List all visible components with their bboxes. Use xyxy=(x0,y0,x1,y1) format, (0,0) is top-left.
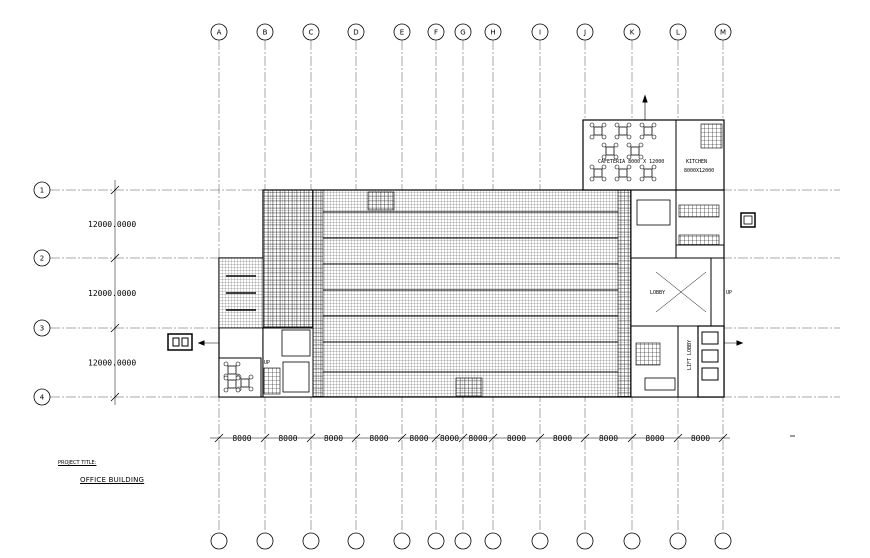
bay-width-label: 8000 xyxy=(440,434,459,443)
external-features xyxy=(167,94,795,437)
grid-bubble-col-top xyxy=(393,23,411,41)
grid-bubble-row-label: 1 xyxy=(40,187,44,195)
bay-width-label: 8000 xyxy=(278,434,297,443)
grid-bubble-col-bottom xyxy=(576,532,594,550)
grid-bubble-row-label: 3 xyxy=(40,325,44,333)
grid-bubble-col-label: H xyxy=(490,29,495,37)
table-set xyxy=(589,122,607,140)
grid-bubbles: A B C D E F G H I J K L M 1 2 3 4 xyxy=(33,23,732,550)
bay-width-label: 8000 xyxy=(553,434,572,443)
grid-bubble-col-bottom xyxy=(714,532,732,550)
label-lift-lobby: LIFT LOBBY xyxy=(687,340,693,370)
grid-bubble-col-label: A xyxy=(217,29,222,37)
label-up-right: UP xyxy=(726,290,732,296)
project-title: OFFICE BUILDING xyxy=(80,476,145,484)
grid-bubble-col-label: E xyxy=(400,29,404,37)
row-spacing-label: 12000.0000 xyxy=(88,359,136,368)
grid-bubble-col-bottom xyxy=(210,532,228,550)
grid-bubble-col-bottom xyxy=(302,532,320,550)
label-kitchen: KITCHEN xyxy=(686,159,707,165)
grid-bubble-col-top xyxy=(427,23,445,41)
row-spacing-label: 12000.0000 xyxy=(88,220,136,229)
grid-bubble-col-top xyxy=(256,23,274,41)
grid-bubble-col-top xyxy=(576,23,594,41)
grid-bubble-row xyxy=(33,249,51,267)
grid-bubble-col-top xyxy=(454,23,472,41)
bay-width-label: 8000 xyxy=(324,434,343,443)
table-set xyxy=(614,164,632,182)
bay-width-label: 8000 xyxy=(409,434,428,443)
project-title-label: PROJECT TITLE: xyxy=(58,460,97,466)
grid-bubble-col-label: C xyxy=(309,29,314,37)
grid-bubble-col-label: I xyxy=(539,29,541,37)
grid-bubble-col-label: D xyxy=(353,29,358,37)
grid-bubble-col-bottom xyxy=(427,532,445,550)
grid-bubble-row xyxy=(33,388,51,406)
bay-width-label: 8000 xyxy=(691,434,710,443)
grid-bubble-col-bottom xyxy=(669,532,687,550)
grid-bubble-row xyxy=(33,181,51,199)
grid-bubble-col-bottom xyxy=(347,532,365,550)
grid-bubble-col-label: F xyxy=(434,29,438,37)
grid-bubble-col-bottom xyxy=(531,532,549,550)
label-cafeteria: CAFETERIA 8000 X 12000 xyxy=(598,159,664,165)
table-set xyxy=(589,164,607,182)
grid-bubble-col-bottom xyxy=(256,532,274,550)
grid-bubble-col-label: K xyxy=(630,29,635,37)
grid-bubble-col-top xyxy=(531,23,549,41)
grid-bubble-col-top xyxy=(623,23,641,41)
grid-bubble-col-top xyxy=(302,23,320,41)
label-up-left: UP xyxy=(264,360,270,366)
table-set xyxy=(614,122,632,140)
bay-width-label: 8000 xyxy=(645,434,664,443)
dimensions: 12000.0000 12000.0000 12000.0000 8000 8000 80… xyxy=(88,180,730,443)
label-kitchen-size: 8000X12000 xyxy=(684,168,714,174)
table-set xyxy=(223,375,241,393)
grid-bubble-col-label: J xyxy=(583,29,586,37)
grid-bubble-col-bottom xyxy=(484,532,502,550)
grid-bubble-col-top xyxy=(210,23,228,41)
grid-bubble-col-bottom xyxy=(454,532,472,550)
bay-width-label: 8000 xyxy=(232,434,251,443)
label-lobby: LOBBY xyxy=(650,290,665,296)
bay-width-label: 8000 xyxy=(468,434,487,443)
grid-bubble-col-bottom xyxy=(393,532,411,550)
row-spacing-label: 12000.0000 xyxy=(88,289,136,298)
grid-bubble-col-top xyxy=(484,23,502,41)
grid-bubble-col-top xyxy=(669,23,687,41)
grid-bubble-col-top xyxy=(347,23,365,41)
table-set xyxy=(601,142,619,160)
table-set xyxy=(639,122,657,140)
grid-bubble-row-label: 4 xyxy=(40,394,45,402)
grid-bubble-col-label: L xyxy=(676,29,680,37)
bay-width-label: 8000 xyxy=(369,434,388,443)
room-labels: CAFETERIA 8000 X 12000 KITCHEN 8000X1200… xyxy=(264,159,732,370)
table-set xyxy=(639,164,657,182)
grid-bubble-col-label: G xyxy=(460,29,465,37)
grid-bubble-col-label: M xyxy=(720,29,726,37)
grid-bubble-col-label: B xyxy=(263,29,268,37)
cafeteria-tables xyxy=(223,122,657,393)
table-set xyxy=(626,142,644,160)
grid-bubble-row xyxy=(33,319,51,337)
bay-width-label: 8000 xyxy=(599,434,618,443)
grid-bubble-row-label: 2 xyxy=(40,255,44,263)
grid-bubble-col-bottom xyxy=(623,532,641,550)
bay-width-label: 8000 xyxy=(507,434,526,443)
grid-bubble-col-top xyxy=(714,23,732,41)
